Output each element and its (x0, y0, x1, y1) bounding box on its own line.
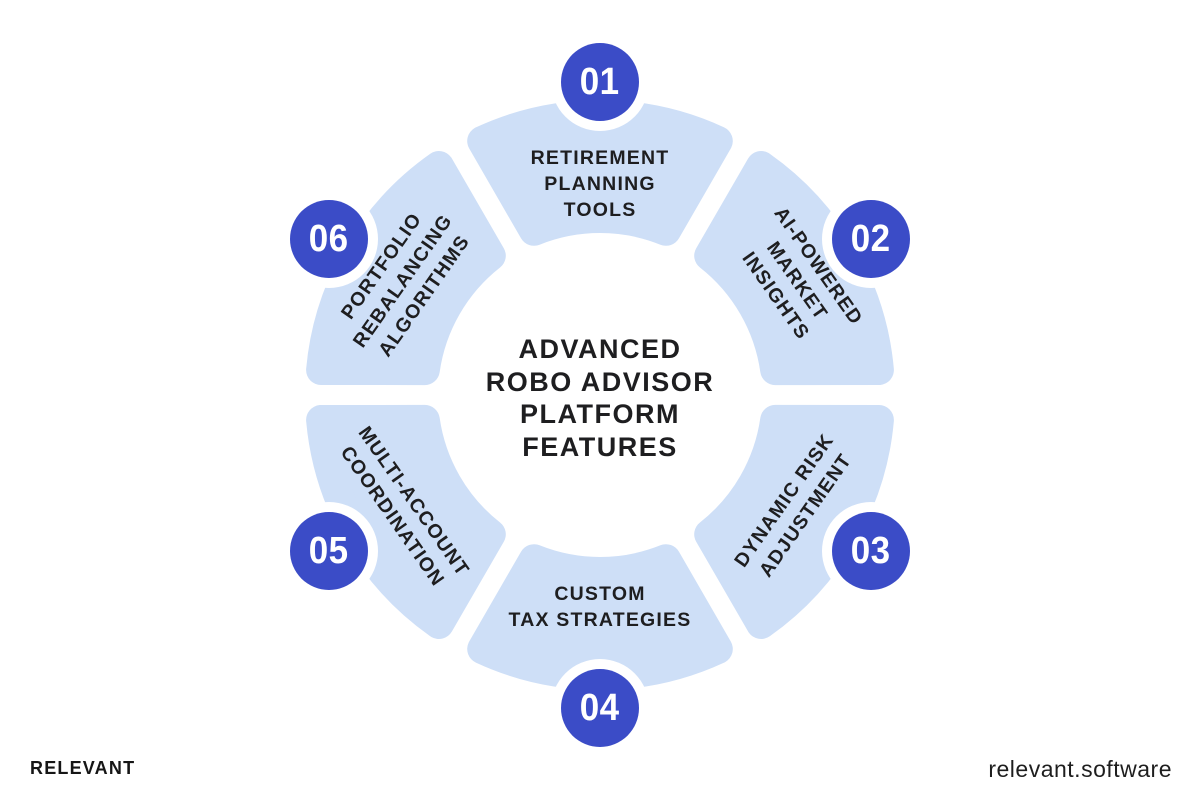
segment-arc-1 (467, 100, 733, 246)
badge-number: 01 (580, 60, 620, 103)
segment-badge-3: 03 (832, 512, 910, 590)
badge-number: 02 (851, 217, 891, 260)
segment-badge-4: 04 (561, 669, 639, 747)
badge-number: 06 (309, 217, 349, 260)
badge-number: 03 (851, 529, 891, 572)
segment-badge-2: 02 (832, 200, 910, 278)
segment-badge-6: 06 (290, 200, 368, 278)
website-text: relevant.software (988, 756, 1172, 782)
segment-badge-1: 01 (561, 43, 639, 121)
badge-number: 05 (309, 529, 349, 572)
segment-arc-6 (306, 151, 506, 386)
segment-arc-3 (694, 404, 894, 639)
badge-number: 04 (580, 686, 620, 729)
brand-logo: RELEVANT (30, 758, 136, 778)
segment-arc-4 (467, 544, 733, 690)
segment-arc-2 (694, 151, 894, 386)
segment-label-custom-tax-strategies: CUSTOM TAX STRATEGIES (508, 583, 692, 631)
segment-label-retirement-planning-tools: RETIREMENT PLANNING TOOLS (530, 147, 670, 221)
segment-arc-5 (306, 404, 506, 639)
center-title: ADVANCED ROBO ADVISOR PLATFORM FEATURES (485, 334, 715, 462)
segment-badge-5: 05 (290, 512, 368, 590)
